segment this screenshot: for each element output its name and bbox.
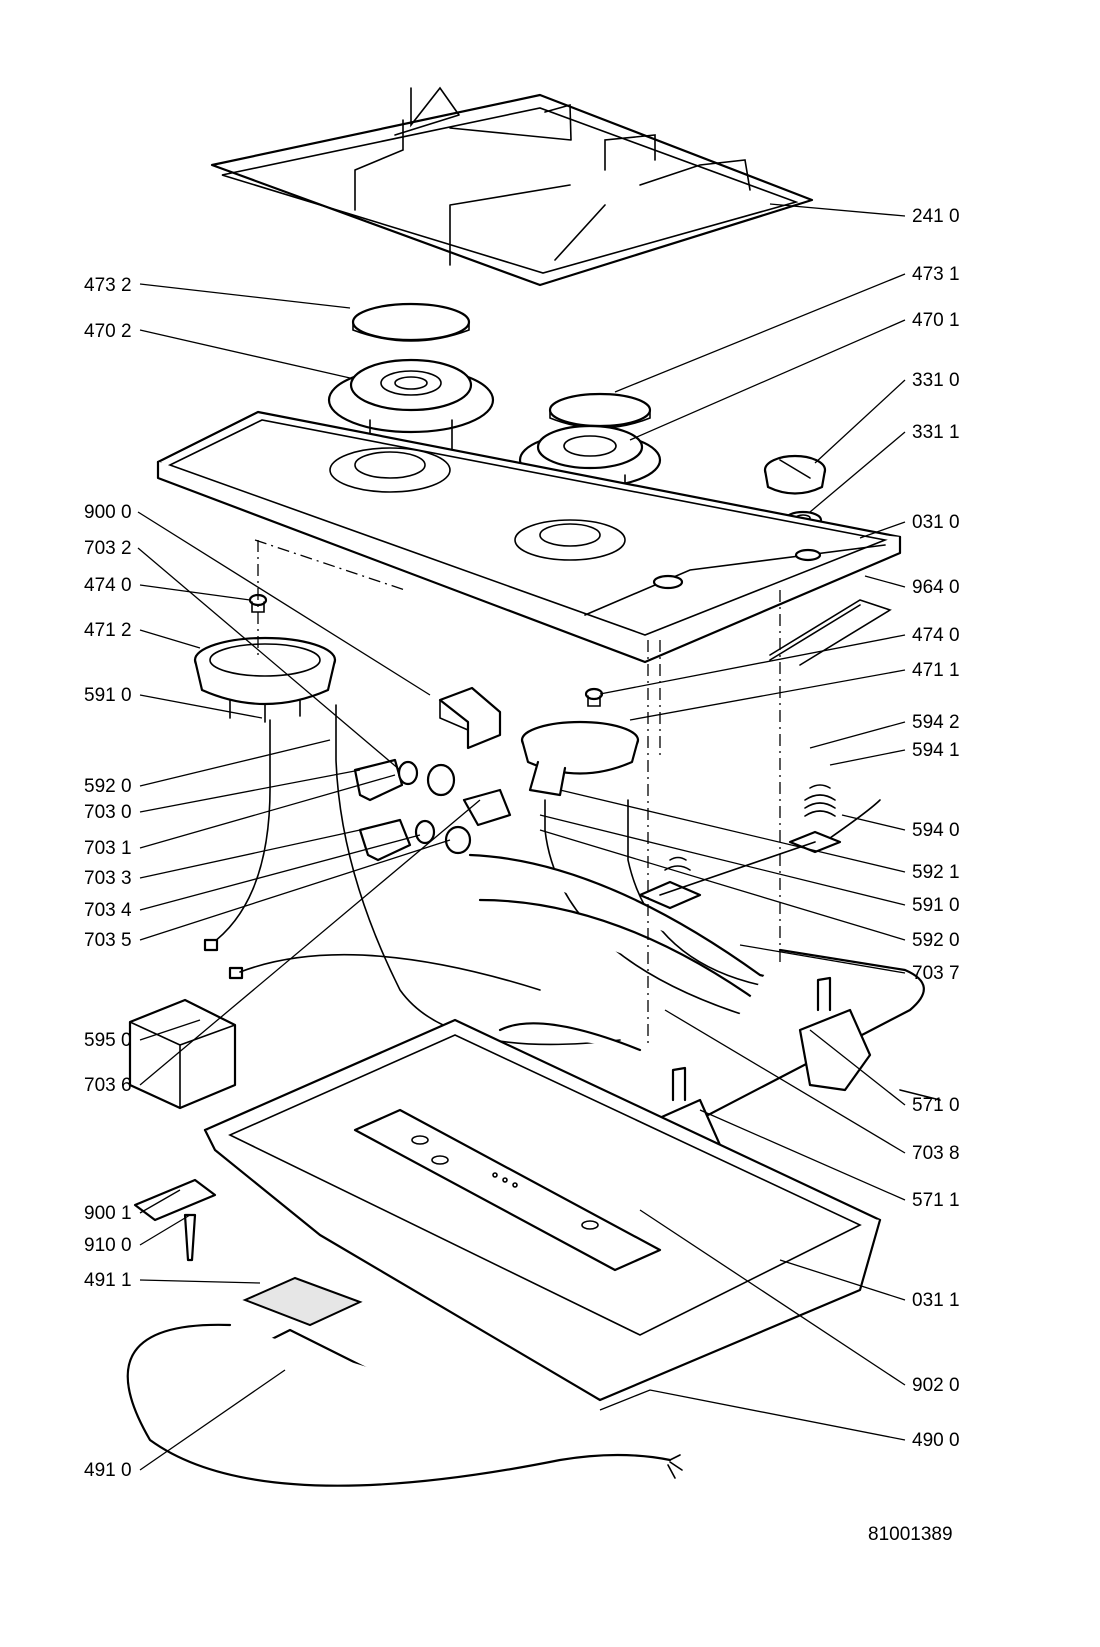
label-900-1: 900 1 [84, 1203, 132, 1224]
thermocouple-591-0-right [627, 799, 761, 986]
label-473-1: 473 1 [912, 264, 960, 285]
terminal-cover-491-1 [242, 1276, 363, 1327]
burner-head-470-2 [327, 358, 495, 461]
label-491-0: 491 0 [84, 1460, 132, 1481]
label-474-0-right: 474 0 [912, 625, 960, 646]
label-592-0-left: 592 0 [84, 776, 132, 797]
label-964-0: 964 0 [912, 577, 960, 598]
label-471-1: 471 1 [912, 660, 960, 681]
label-703-5: 703 5 [84, 930, 132, 951]
burner-base-471-2 [193, 636, 337, 723]
label-910-0: 910 0 [84, 1235, 132, 1256]
label-703-8: 703 8 [912, 1143, 960, 1164]
junction-box-595-0 [128, 998, 237, 1110]
label-703-0: 703 0 [84, 802, 132, 823]
label-474-0-left: 474 0 [84, 575, 132, 596]
bracket-900-0 [438, 686, 502, 750]
burner-base-471-1 [520, 720, 640, 797]
label-592-0-right: 592 0 [912, 930, 960, 951]
part-labels: 241 0 473 2 473 1 470 2 470 1 331 0 331 … [84, 206, 960, 1545]
label-490-0: 490 0 [912, 1430, 960, 1451]
label-331-1: 331 1 [912, 422, 960, 443]
burner-cap-473-1 [548, 392, 652, 429]
electrode-592-0-left [228, 704, 621, 1046]
pan-support-grid [210, 86, 814, 287]
drawing-number: 81001389 [868, 1524, 953, 1545]
label-470-2: 470 2 [84, 321, 132, 342]
control-knob-331-0 [763, 454, 827, 495]
label-592-1: 592 1 [912, 862, 960, 883]
label-900-0: 900 0 [84, 502, 132, 523]
label-031-1: 031 1 [912, 1290, 960, 1311]
hob-top-plate [156, 410, 902, 664]
burner-cap-473-2 [351, 302, 471, 342]
label-703-7: 703 7 [912, 963, 960, 984]
seal-gasket [769, 599, 892, 666]
label-241-0: 241 0 [912, 206, 960, 227]
label-331-0: 331 0 [912, 370, 960, 391]
thermocouple-591-0-left [203, 719, 271, 952]
label-703-1: 703 1 [84, 838, 132, 859]
bracket-900-1 [133, 1178, 217, 1222]
mains-cable-490-0 [126, 1323, 683, 1487]
label-594-2: 594 2 [912, 712, 960, 733]
label-703-6: 703 6 [84, 1075, 132, 1096]
label-473-2: 473 2 [84, 275, 132, 296]
label-491-1: 491 1 [84, 1270, 132, 1291]
leader-lines [137, 203, 906, 1471]
label-703-2: 703 2 [84, 538, 132, 559]
label-471-2: 471 2 [84, 620, 132, 641]
label-591-0-left: 591 0 [84, 685, 132, 706]
label-591-0-right: 591 0 [912, 895, 960, 916]
label-902-0: 902 0 [912, 1375, 960, 1396]
screw-910-0 [183, 1213, 197, 1262]
label-595-0: 595 0 [84, 1030, 132, 1051]
label-031-0: 031 0 [912, 512, 960, 533]
label-594-0: 594 0 [912, 820, 960, 841]
label-703-3: 703 3 [84, 868, 132, 889]
screw-474-0-right [584, 687, 604, 707]
label-571-0: 571 0 [912, 1095, 960, 1116]
label-703-4: 703 4 [84, 900, 132, 921]
gas-pipes [468, 853, 925, 1142]
label-470-1: 470 1 [912, 310, 960, 331]
label-594-1: 594 1 [912, 740, 960, 761]
label-571-1: 571 1 [912, 1190, 960, 1211]
bottom-tray [203, 1018, 882, 1402]
